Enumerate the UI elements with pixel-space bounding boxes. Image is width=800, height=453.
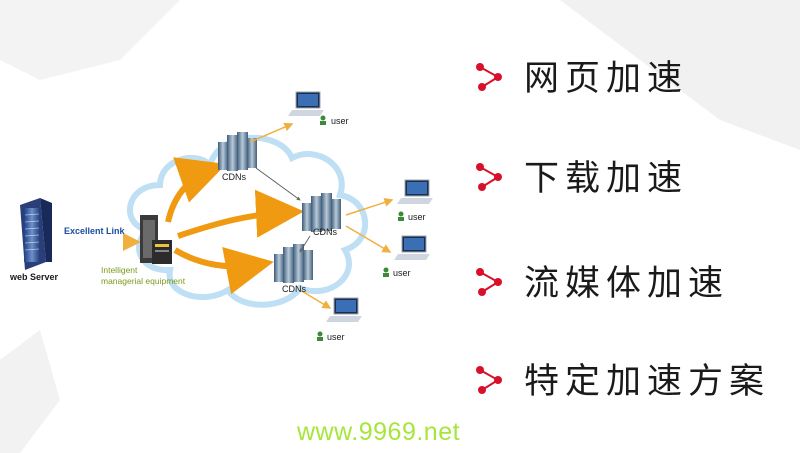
cdn-link-line bbox=[299, 235, 311, 253]
triangle-nodes-icon bbox=[476, 62, 502, 91]
user-person-icon bbox=[383, 267, 389, 277]
cdn-label: CDNs bbox=[313, 227, 337, 237]
feature-text: 网页加速 bbox=[524, 59, 689, 99]
user-person-icon bbox=[320, 115, 326, 125]
feature-item: 特定加速方案 bbox=[472, 353, 770, 404]
server-label: web Server bbox=[10, 272, 59, 282]
user-label: user bbox=[408, 212, 426, 222]
user-person-icon bbox=[398, 211, 404, 221]
feature-item: 流媒体加速 bbox=[472, 255, 729, 306]
triangle-nodes-icon bbox=[476, 365, 502, 394]
user-link-line bbox=[345, 225, 392, 253]
user-link-line bbox=[249, 122, 294, 143]
equipment-label-line2: managerial equipment bbox=[101, 276, 186, 286]
network-diagram bbox=[20, 91, 433, 341]
cdn-label: CDNs bbox=[222, 172, 246, 182]
equipment-label-line1: Intelligent bbox=[101, 265, 138, 275]
cdn-middle-icon bbox=[302, 193, 341, 232]
feature-text: 特定加速方案 bbox=[524, 362, 771, 402]
triangle-nodes-icon bbox=[476, 267, 502, 296]
user-person-icon bbox=[317, 331, 323, 341]
web-server-icon bbox=[20, 198, 52, 270]
feature-text: 流媒体加速 bbox=[524, 264, 730, 304]
cdn-label: CDNs bbox=[282, 284, 306, 294]
arrow-to-cdn-middle bbox=[177, 189, 304, 239]
watermark-text: www.9969.net bbox=[297, 418, 461, 446]
managerial-equipment-icon bbox=[140, 215, 172, 264]
feature-text: 下载加速 bbox=[524, 159, 689, 199]
user-link-line bbox=[299, 289, 332, 309]
cdn-link-line bbox=[255, 167, 301, 201]
user-link-line bbox=[345, 198, 394, 216]
laptop-icon bbox=[394, 235, 430, 260]
feature-item: 下载加速 bbox=[472, 150, 688, 201]
cdn-top-icon bbox=[218, 132, 257, 171]
user-label: user bbox=[393, 268, 411, 278]
cdn-bottom-icon bbox=[274, 244, 313, 283]
laptop-icon bbox=[288, 91, 324, 116]
triangle-nodes-icon bbox=[476, 162, 502, 191]
arrow-to-cdn-bottom bbox=[173, 247, 274, 295]
user-label: user bbox=[327, 332, 345, 342]
laptop-icon bbox=[326, 297, 362, 322]
feature-item: 网页加速 bbox=[472, 50, 688, 101]
arrow-to-cdn-top bbox=[165, 157, 227, 223]
user-label: user bbox=[331, 116, 349, 126]
link-label: Excellent Link bbox=[64, 226, 125, 236]
laptop-icon bbox=[397, 179, 433, 204]
